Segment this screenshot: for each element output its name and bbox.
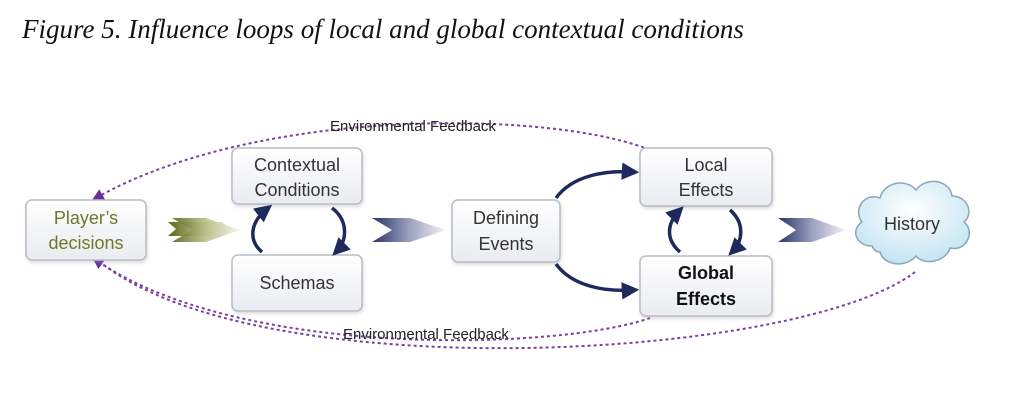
loop-arrow-right-down <box>330 206 351 256</box>
defining-events-box <box>451 199 561 263</box>
arrow-events-to-local <box>554 162 640 200</box>
arrow-events-to-global <box>554 262 640 300</box>
chevron-arrow-1 <box>168 215 240 243</box>
schemas-label: Schemas <box>259 273 334 293</box>
contextual-conditions-line1: Contextual <box>254 155 340 175</box>
global-effects-line2: Effects <box>676 289 736 309</box>
contextual-conditions-line2: Conditions <box>254 180 339 200</box>
local-effects-box <box>639 147 773 207</box>
figure-caption: Figure 5. Influence loops of local and g… <box>22 14 744 44</box>
players-decisions-line1: Player’s <box>54 208 118 228</box>
players-decisions-line2: decisions <box>48 233 123 253</box>
schemas-box <box>231 254 363 312</box>
chevron-arrow-3 <box>778 218 846 242</box>
players-decisions-box <box>25 199 147 261</box>
local-effects-line2: Effects <box>679 180 734 200</box>
global-effects-box <box>639 255 773 317</box>
global-effects-line1: Global <box>678 263 734 283</box>
loop-arrow-local-global-left <box>665 206 684 254</box>
loop-arrow-local-global-right <box>728 208 747 256</box>
contextual-conditions-box <box>231 147 363 205</box>
history-label: History <box>884 214 940 234</box>
local-effects-line1: Local <box>684 155 727 175</box>
defining-events-line2: Events <box>478 234 533 254</box>
feedback-label-bottom: Environmental Feedback <box>343 326 509 343</box>
history-cloud <box>854 180 970 265</box>
loop-arrow-left-up <box>251 204 273 254</box>
defining-events-line1: Defining <box>473 208 539 228</box>
feedback-curve-bottom-outer <box>99 261 916 350</box>
feedback-curve-bottom-inner <box>92 257 651 342</box>
chevron-arrow-2 <box>372 218 446 242</box>
feedback-label-top: Environmental Feedback <box>330 118 496 135</box>
